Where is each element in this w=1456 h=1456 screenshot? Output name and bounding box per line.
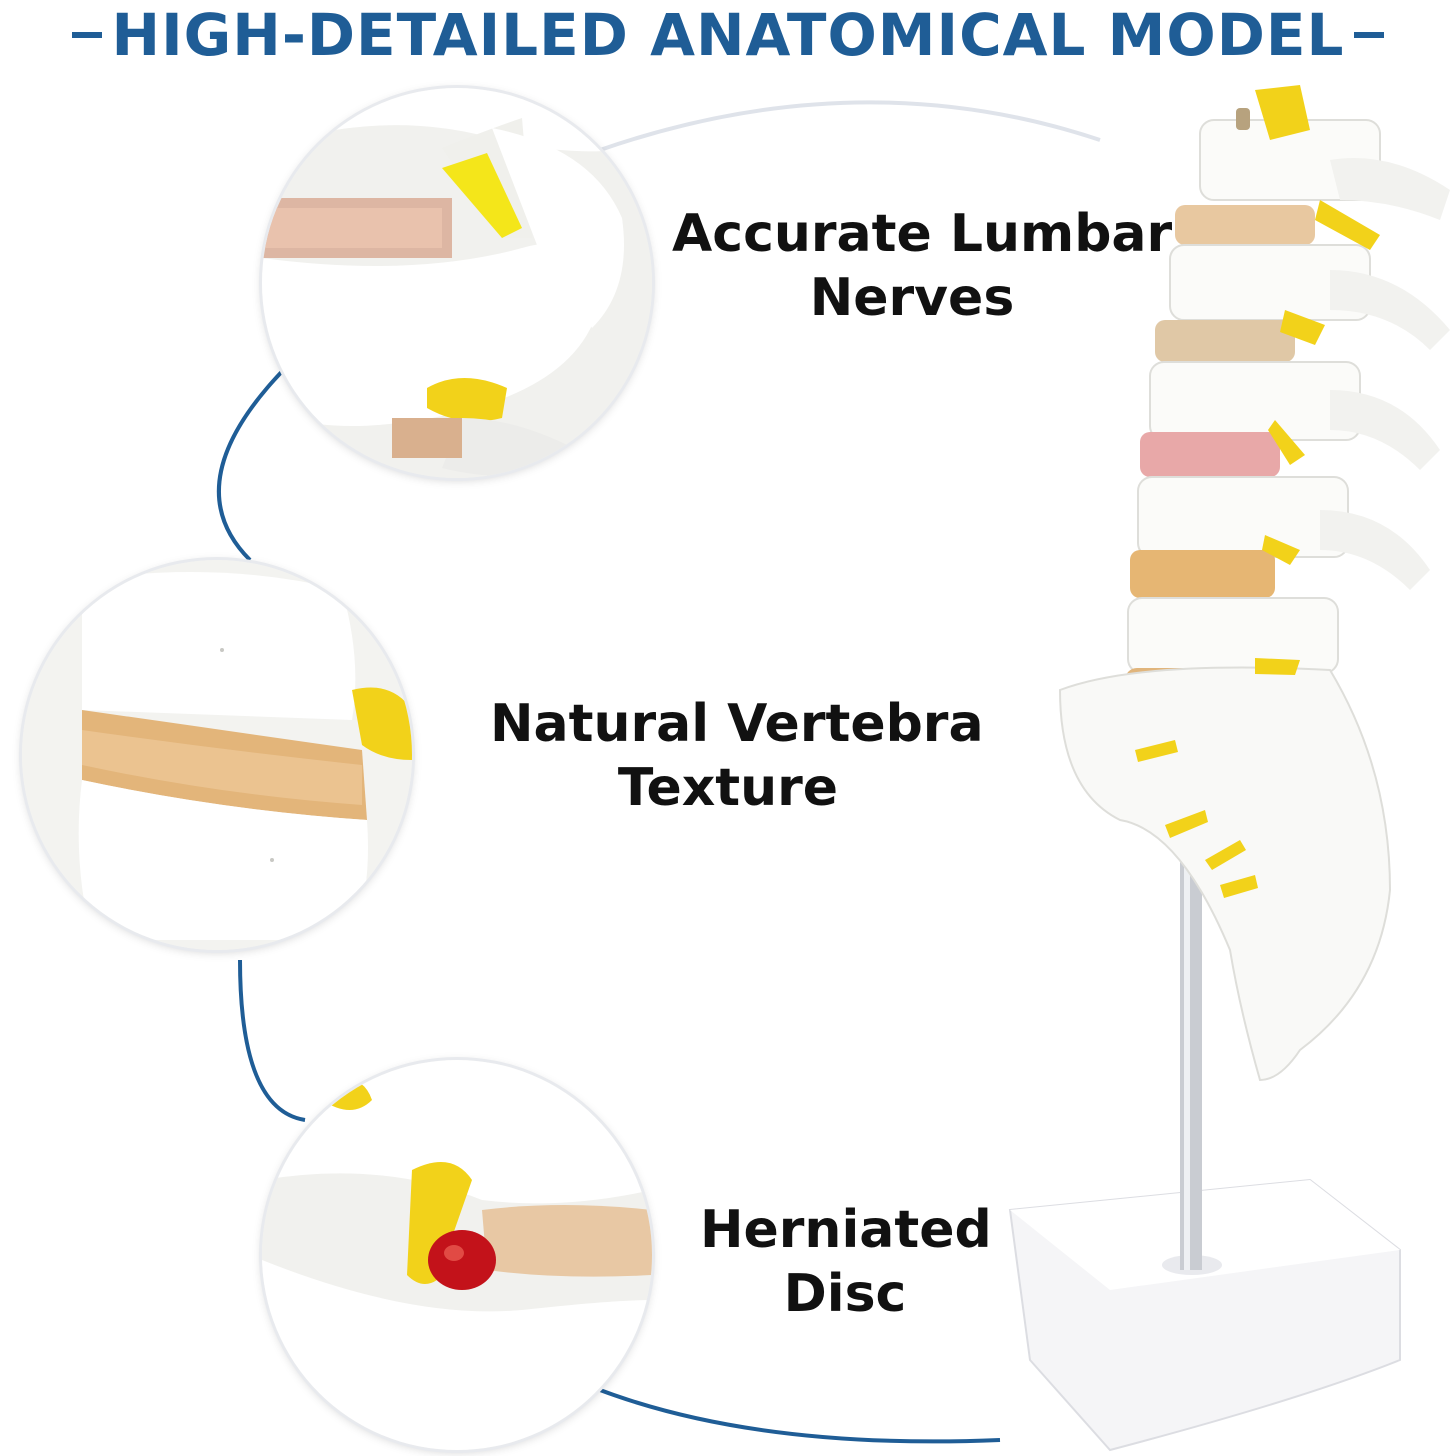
title-dash-left: [71, 32, 102, 38]
feature-caption-herniated: Herniated Disc: [700, 1198, 992, 1326]
title-text: HIGH-DETAILED ANATOMICAL MODEL: [111, 1, 1345, 69]
closeup-vertebra-texture: [22, 560, 412, 950]
feature-caption-line: Herniated: [700, 1200, 992, 1260]
feature-caption-line: Accurate Lumbar: [672, 204, 1173, 264]
feature-caption-texture: Natural Vertebra Texture: [490, 692, 984, 820]
page-title: HIGH-DETAILED ANATOMICAL MODEL: [0, 0, 1456, 70]
feature-caption-line: Natural Vertebra: [490, 694, 984, 754]
lumbar-spine-model: [1000, 70, 1456, 1456]
closeup-herniated-disc: [262, 1060, 652, 1450]
closeup-nerves: [262, 88, 652, 478]
title-dash-right: [1354, 32, 1385, 38]
feature-caption-line: Texture: [617, 758, 839, 818]
feature-caption-line: Disc: [783, 1264, 907, 1324]
feature-caption-line: Nerves: [809, 268, 1015, 328]
feature-caption-nerves: Accurate Lumbar Nerves: [672, 202, 1173, 330]
